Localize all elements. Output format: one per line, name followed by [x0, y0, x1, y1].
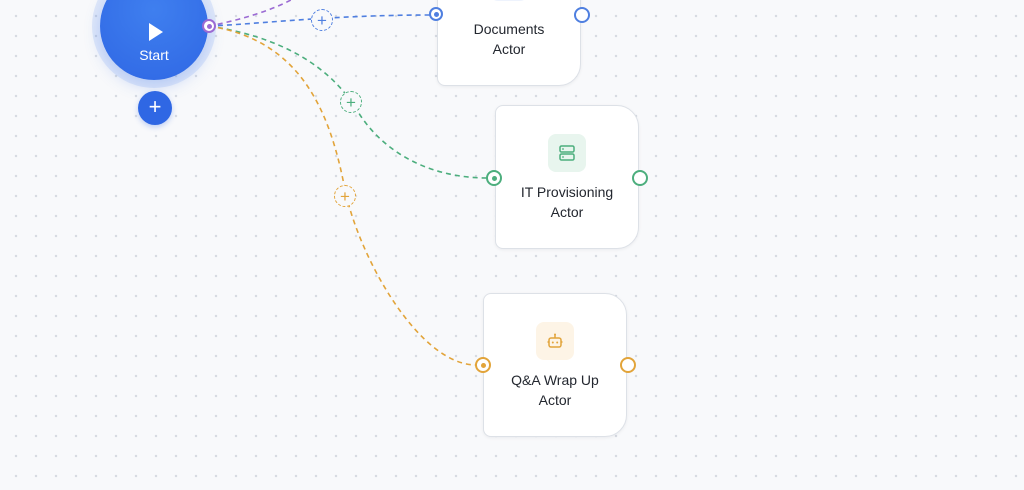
- actor-label: IT Provisioning Actor: [520, 184, 614, 220]
- qa-wrap-up-output-handle[interactable]: [620, 357, 636, 373]
- edge-add-button-qa-wrap-up[interactable]: +: [334, 185, 356, 207]
- edge-add-button-documents[interactable]: +: [311, 9, 333, 31]
- actor-label: Documents Actor: [473, 21, 545, 57]
- it-provisioning-output-handle[interactable]: [632, 170, 648, 186]
- robot-icon: [536, 322, 574, 360]
- actor-card-it-provisioning[interactable]: IT Provisioning Actor: [495, 105, 639, 249]
- play-icon: [149, 23, 163, 41]
- edge-start-to-hidden: [208, 0, 293, 27]
- start-output-handle[interactable]: [202, 19, 216, 33]
- plus-icon: +: [317, 10, 327, 30]
- plus-icon: +: [340, 186, 350, 206]
- actor-label: Q&A Wrap Up Actor: [511, 372, 599, 408]
- server-icon: [548, 134, 586, 172]
- edge-start-to-it-provisioning[interactable]: [208, 25, 488, 179]
- documents-input-handle[interactable]: [429, 7, 443, 21]
- edge-start-to-qa-wrap-up[interactable]: [208, 25, 477, 366]
- it-provisioning-input-handle[interactable]: [486, 170, 502, 186]
- edge-add-button-it-provisioning[interactable]: +: [340, 91, 362, 113]
- plus-icon: +: [148, 94, 162, 119]
- actor-card-qa-wrap-up[interactable]: Q&A Wrap Up Actor: [483, 293, 627, 437]
- documents-output-handle[interactable]: [574, 7, 590, 23]
- plus-icon: +: [346, 92, 356, 112]
- start-label: Start: [139, 47, 169, 63]
- document-icon: [490, 0, 528, 1]
- edge-start-to-documents[interactable]: [208, 14, 431, 27]
- qa-wrap-up-input-handle[interactable]: [475, 357, 491, 373]
- add-step-button[interactable]: +: [138, 91, 172, 125]
- actor-card-documents[interactable]: Documents Actor: [437, 0, 581, 86]
